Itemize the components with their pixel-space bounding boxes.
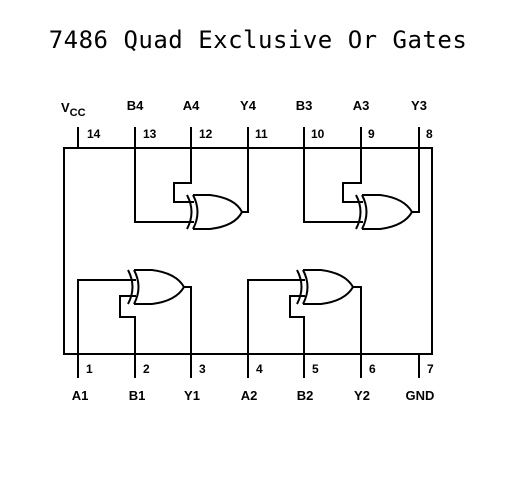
pin-number-6: 6 [369,362,376,376]
pin-label-a1: A1 [72,388,89,403]
pin-label-a2: A2 [241,388,258,403]
pin-label-a3: A3 [353,98,370,113]
pin-label-b4: B4 [127,98,144,113]
pin-number-5: 5 [312,362,319,376]
page-title: 7486 Quad Exclusive Or Gates [48,26,468,54]
pin-number-3: 3 [199,362,206,376]
xor-gate-2 [247,269,362,354]
pin-label-gnd: GND [406,388,435,403]
pin-number-4: 4 [256,362,263,376]
bottom-pin-legs [77,354,420,378]
pin-label-b1: B1 [129,388,146,403]
pin-number-2: 2 [143,362,150,376]
pin-label-y2: Y2 [354,388,370,403]
pin-label-b2: B2 [297,388,314,403]
xor-gate-1 [77,269,192,354]
pin-label-vcc: VCC [61,100,86,119]
pin-number-14: 14 [87,127,101,141]
xor-gate-3 [303,148,420,230]
pin-number-10: 10 [311,127,325,141]
pin-label-y4: Y4 [240,98,257,113]
pin-number-11: 11 [255,127,268,141]
top-pin-legs [77,127,420,148]
xor-gate-4 [134,148,249,230]
pin-number-7: 7 [427,362,434,376]
pin-number-8: 8 [426,127,433,141]
pin-number-13: 13 [143,127,157,141]
pin-label-a4: A4 [183,98,200,113]
pin-label-y1: Y1 [184,388,200,403]
pin-number-12: 12 [199,127,213,141]
pin-number-9: 9 [368,127,375,141]
pin-label-b3: B3 [296,98,313,113]
pin-label-y3: Y3 [411,98,427,113]
pin-number-1: 1 [86,362,93,376]
